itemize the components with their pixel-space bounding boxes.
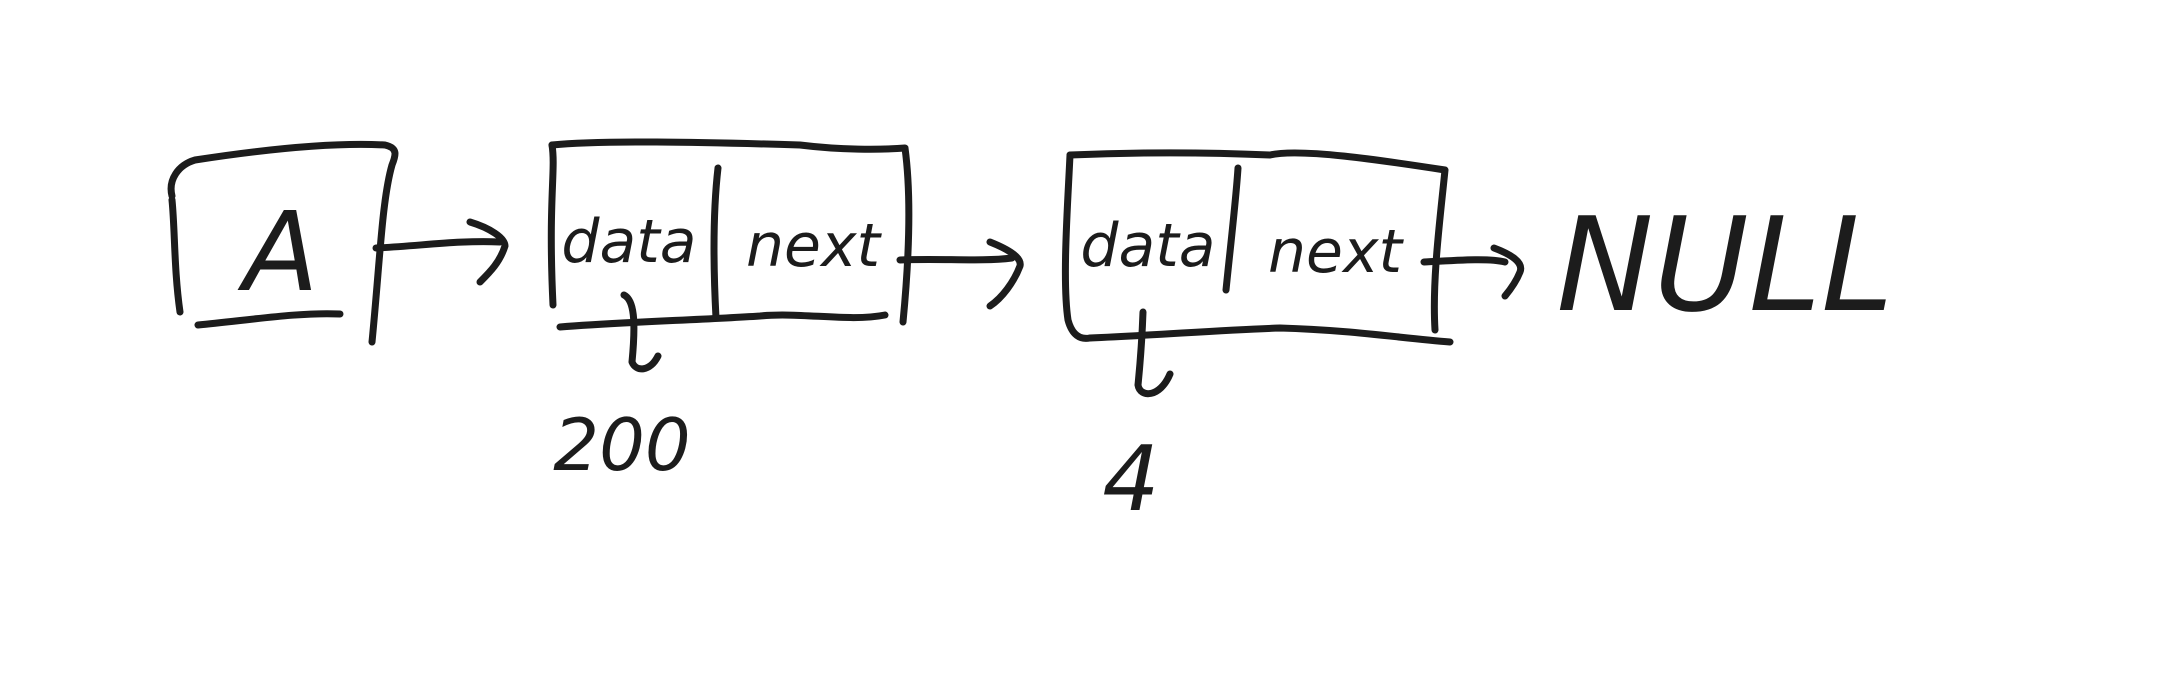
node-1-divider [710,164,722,322]
node-2-value-arrow [1134,308,1174,398]
node-2-value: 4 [1102,427,1159,532]
pointer-box-a: A [167,140,399,346]
node-1: data next 200 [547,138,913,487]
pointer-label: A [237,188,318,316]
null-terminal: NULL [1556,189,1893,341]
node-2-data-label: data [1080,211,1215,281]
arrow-a-to-node1 [372,218,509,286]
node-2: data next 4 [1061,149,1454,532]
arrow-node2-to-null [1420,244,1525,300]
node-1-next-label: next [746,211,882,281]
arrow-node1-to-node2 [896,238,1024,310]
node-2-divider [1222,164,1242,294]
node-1-value: 200 [553,403,690,487]
node-1-value-arrow [620,291,662,373]
node-2-next-label: next [1268,217,1404,287]
node-1-data-label: data [561,207,696,277]
